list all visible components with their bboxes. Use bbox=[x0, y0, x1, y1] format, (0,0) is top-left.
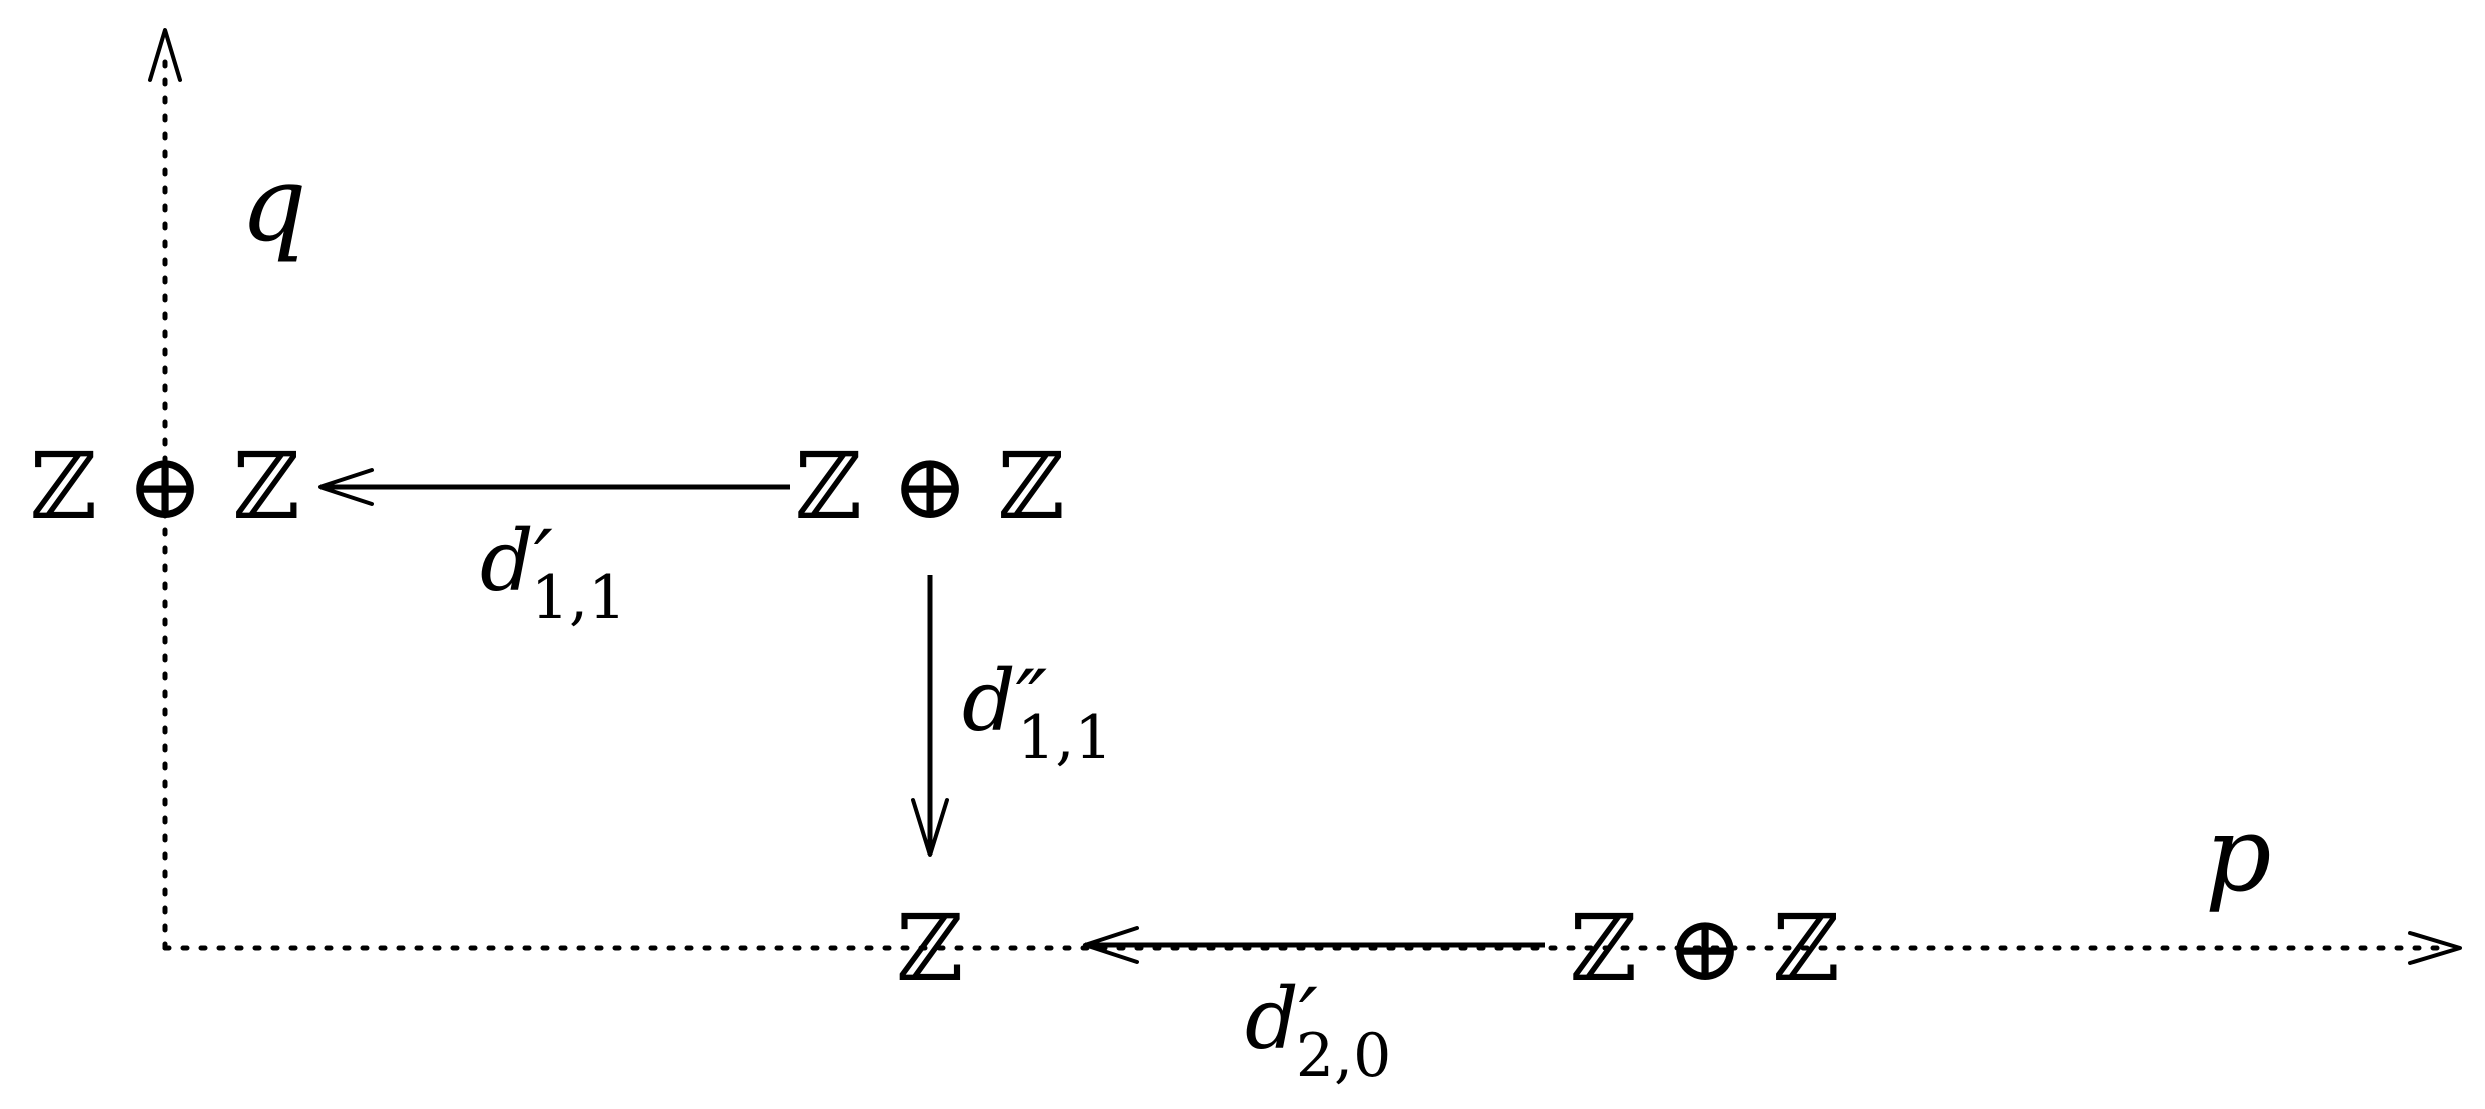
q-axis-arrowhead bbox=[148, 28, 182, 82]
d-bottom-prime: ′ bbox=[1299, 970, 1318, 1068]
node-bottom-middle: ℤ bbox=[896, 895, 963, 1002]
d-bottom-label: d′2,0 bbox=[1245, 970, 1391, 1091]
d-vertical-prime: ″ bbox=[1016, 652, 1047, 750]
q-axis-label: q bbox=[240, 143, 307, 265]
p-axis-arrowhead bbox=[2408, 931, 2462, 965]
d-bottom-symbol: d bbox=[1245, 970, 1299, 1068]
d-top-subscript: 1,1 bbox=[531, 563, 626, 633]
d-top-label: d′1,1 bbox=[480, 512, 626, 633]
d-vertical-label: d″1,1 bbox=[962, 652, 1113, 773]
d-bottom-arrowhead bbox=[1083, 926, 1139, 964]
d-vertical-subscript: 1,1 bbox=[1017, 703, 1112, 773]
node-top-middle: ℤ ⊕ ℤ bbox=[795, 433, 1065, 540]
d-bottom-subscript: 2,0 bbox=[1296, 1021, 1391, 1091]
node-bottom-right: ℤ ⊕ ℤ bbox=[1570, 895, 1840, 1002]
p-axis-label: p bbox=[2205, 793, 2272, 915]
d-vertical-symbol: d bbox=[962, 652, 1016, 750]
node-top-left: ℤ ⊕ ℤ bbox=[30, 433, 300, 540]
d-top-arrowhead bbox=[318, 468, 374, 506]
d-top-prime: ′ bbox=[534, 512, 553, 610]
d-vertical-arrowhead bbox=[911, 798, 949, 857]
d-top-symbol: d bbox=[480, 512, 534, 610]
